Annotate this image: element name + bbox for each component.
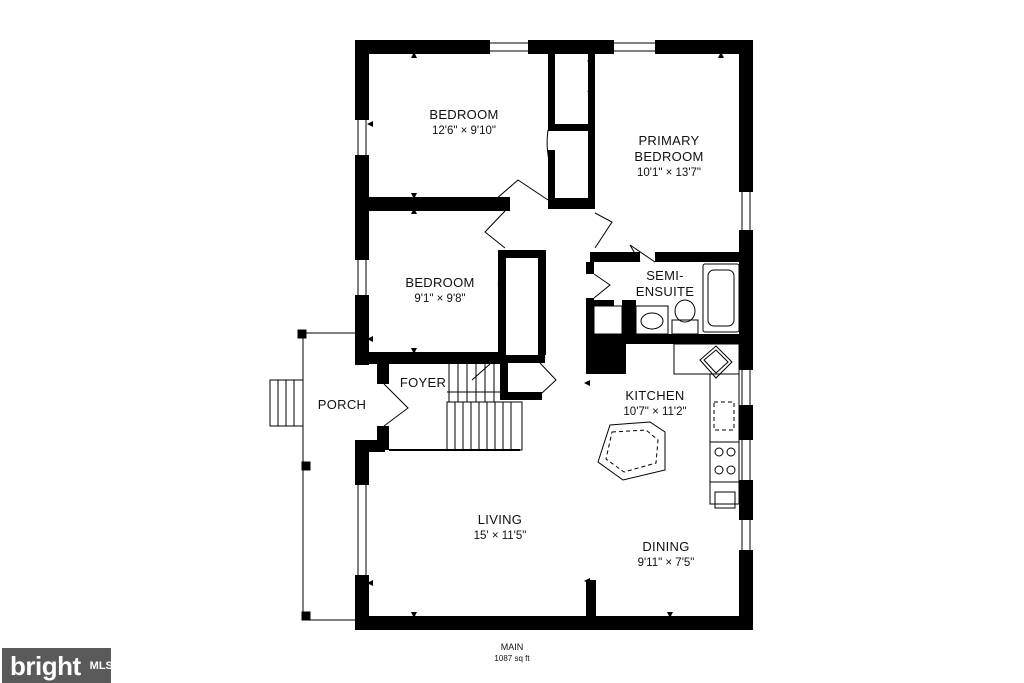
primary-dims: 10'1" × 13'7" <box>637 167 701 179</box>
doors <box>383 59 656 427</box>
living-label: LIVING <box>478 512 522 527</box>
bedroom2-dims: 9'1" × 9'8" <box>414 293 465 305</box>
bathroom-fixtures <box>593 263 740 335</box>
window-marks <box>357 42 751 575</box>
bedroom1-label: BEDROOM <box>429 107 498 122</box>
primary-label-line2: BEDROOM <box>634 149 703 164</box>
living-dims: 15' × 11'5" <box>474 530 527 542</box>
primary-label-line1: PRIMARY <box>638 133 699 148</box>
interior-walls <box>355 54 746 620</box>
dining-dims: 9'11" × 7'5" <box>638 557 695 569</box>
foyer-label: FOYER <box>400 375 446 390</box>
kitchen-label: KITCHEN <box>625 388 684 403</box>
semi-ensuite-label-line1: SEMI- <box>646 268 684 283</box>
bedroom1-dims: 12'6" × 9'10" <box>432 125 496 137</box>
tick-markers <box>367 52 724 618</box>
floor-area: 1087 sq ft <box>494 654 530 663</box>
floor-name: MAIN <box>501 642 524 652</box>
porch-outline <box>269 329 355 621</box>
kitchen-fixtures <box>597 343 740 509</box>
bedroom2-label: BEDROOM <box>405 275 474 290</box>
kitchen-dims: 10'7" × 11'2" <box>623 406 686 418</box>
stairs <box>389 362 523 451</box>
porch-label: PORCH <box>318 397 366 412</box>
logo-text: bright <box>10 650 81 681</box>
logo-suffix: MLS <box>89 659 113 672</box>
room-labels: BEDROOM 12'6" × 9'10" PRIMARY BEDROOM 10… <box>318 107 704 663</box>
bright-mls-logo: bright MLS <box>2 648 113 683</box>
dining-label: DINING <box>642 539 689 554</box>
exterior-walls <box>355 40 753 630</box>
semi-ensuite-label-line2: ENSUITE <box>636 284 694 299</box>
